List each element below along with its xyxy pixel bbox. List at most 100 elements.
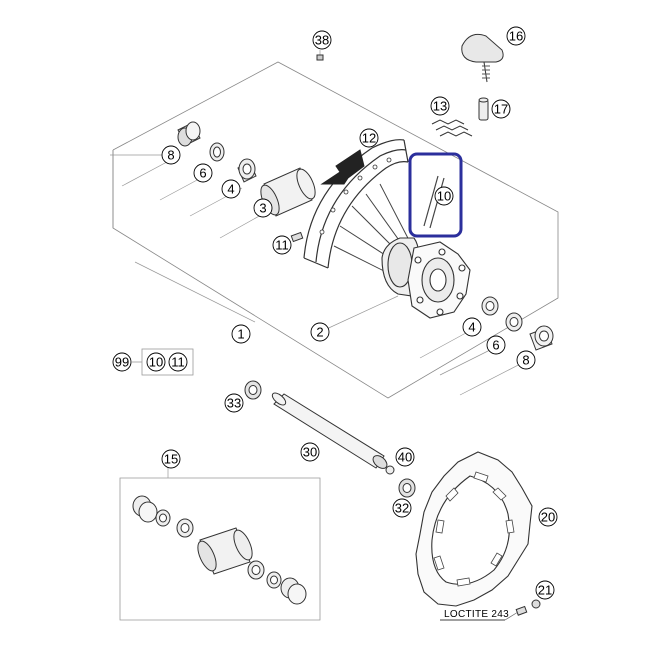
callout-circle xyxy=(193,163,213,183)
callout-circle xyxy=(516,350,536,370)
callout-circle xyxy=(486,335,506,355)
callout-c11a: 11 xyxy=(272,235,292,255)
callout-label: 30 xyxy=(303,445,317,460)
loctite-leader xyxy=(504,611,519,621)
callout-label: 20 xyxy=(541,510,555,525)
washer-40 xyxy=(385,465,395,475)
callout-label: 6 xyxy=(492,338,499,353)
callout-label: 15 xyxy=(164,452,178,467)
callout-c12: 12 xyxy=(359,128,379,148)
spacer-tube-3 xyxy=(260,167,316,217)
screw-38 xyxy=(316,54,324,61)
bearing-left-8 xyxy=(177,121,201,147)
loctite-note: LOCTITE 243 xyxy=(444,609,509,620)
callout-circle xyxy=(359,128,379,148)
callout-c8a: 8 xyxy=(161,145,181,165)
callout-label: 12 xyxy=(362,131,376,146)
callout-circle xyxy=(430,96,450,116)
callout-circle xyxy=(231,324,251,344)
callout-label: 17 xyxy=(494,102,508,117)
kit-15-parts xyxy=(132,495,307,605)
callout-c1: 1 xyxy=(231,324,251,344)
callout-c38: 38 xyxy=(312,30,332,50)
cover-16 xyxy=(461,33,504,83)
callout-c99: 99 xyxy=(112,352,132,372)
callout-label: 32 xyxy=(395,501,409,516)
callout-circle xyxy=(434,186,454,206)
hub-2 xyxy=(381,237,471,319)
bearing-right-8 xyxy=(529,325,554,351)
callout-label: 4 xyxy=(227,182,234,197)
callout-circle xyxy=(462,317,482,337)
bearing-right-6 xyxy=(505,312,523,332)
callout-circle xyxy=(310,322,330,342)
callout-label: 10 xyxy=(149,355,163,370)
clips-13 xyxy=(431,119,473,137)
callout-label: 3 xyxy=(259,201,266,216)
callout-c6a: 6 xyxy=(193,163,213,183)
callout-circle xyxy=(535,580,555,600)
bolt-21 xyxy=(515,599,541,616)
callout-c10a: 10 xyxy=(434,186,454,206)
nipple-11 xyxy=(290,231,304,243)
highlight-box xyxy=(408,152,463,238)
main-assembly-frame xyxy=(112,61,559,399)
callout-c33: 33 xyxy=(224,393,244,413)
callout-c13: 13 xyxy=(430,96,450,116)
callout-circle xyxy=(300,442,320,462)
callout-c2: 2 xyxy=(310,322,330,342)
callout-circle xyxy=(224,393,244,413)
callout-label: 2 xyxy=(316,325,323,340)
nut-33 xyxy=(244,380,262,400)
callout-label: 1 xyxy=(237,327,244,342)
spoke-10 xyxy=(423,175,445,229)
callout-circle xyxy=(395,447,415,467)
callout-circle xyxy=(253,198,273,218)
callout-label: 38 xyxy=(315,33,329,48)
callout-label: 33 xyxy=(227,396,241,411)
callout-label: 10 xyxy=(437,189,451,204)
callout-circle xyxy=(161,145,181,165)
callout-circle xyxy=(506,26,526,46)
callout-label: 6 xyxy=(199,166,206,181)
callout-c40: 40 xyxy=(395,447,415,467)
callout-c8b: 8 xyxy=(516,350,536,370)
callout-label: 99 xyxy=(115,355,129,370)
bushing-17 xyxy=(478,97,489,121)
callout-circle xyxy=(392,498,412,518)
bearing-right-4 xyxy=(481,296,499,316)
direction-arrow xyxy=(320,149,365,185)
callout-circle xyxy=(491,99,511,119)
callout-label: 4 xyxy=(468,320,475,335)
axle-30 xyxy=(271,392,388,469)
rim-12 xyxy=(303,139,409,269)
callout-circle xyxy=(146,352,166,372)
callout-c20: 20 xyxy=(538,507,558,527)
callout-c32: 32 xyxy=(392,498,412,518)
callout-circle xyxy=(112,352,132,372)
callout-c11b: 11 xyxy=(168,352,188,372)
callout-circle xyxy=(168,352,188,372)
callout-c21: 21 xyxy=(535,580,555,600)
callout-circle xyxy=(161,449,181,469)
callout-c16: 16 xyxy=(506,26,526,46)
callout-c30: 30 xyxy=(300,442,320,462)
nut-32 xyxy=(398,478,416,498)
callout-label: 11 xyxy=(171,355,185,370)
callout-c4b: 4 xyxy=(462,317,482,337)
callout-c4a: 4 xyxy=(221,179,241,199)
bearing-left-6 xyxy=(209,142,225,162)
callout-c10b: 10 xyxy=(146,352,166,372)
callout-c15: 15 xyxy=(161,449,181,469)
kit-box-15 xyxy=(119,477,321,621)
callout-label: 16 xyxy=(509,29,523,44)
kit-box-99 xyxy=(132,348,194,376)
callout-label: 8 xyxy=(167,148,174,163)
callout-label: 11 xyxy=(275,238,289,253)
callout-circle xyxy=(312,30,332,50)
callout-circle xyxy=(272,235,292,255)
callout-label: 40 xyxy=(398,450,412,465)
